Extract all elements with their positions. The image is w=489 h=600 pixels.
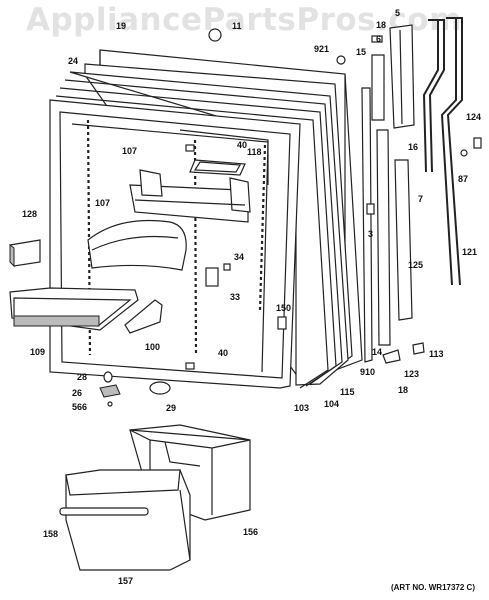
callout-910: 910 — [360, 367, 376, 377]
callout-19: 19 — [116, 21, 127, 31]
callout-124: 124 — [466, 112, 482, 122]
callout-921: 921 — [314, 44, 330, 54]
callout-29: 29 — [166, 403, 177, 413]
callout-156: 156 — [243, 527, 259, 537]
part-33-bracket — [205, 263, 231, 287]
callout-18-lower: 18 — [398, 385, 409, 395]
callout-87: 87 — [458, 174, 469, 184]
part-100-bracket — [124, 299, 163, 334]
part-26 — [99, 384, 121, 398]
part-87 — [460, 149, 468, 157]
part-125-rail — [394, 159, 413, 321]
callout-18: 18 — [376, 20, 387, 30]
art-number: (ART NO. WR17372 C) — [390, 583, 475, 592]
callout-26: 26 — [72, 388, 83, 398]
callout-7: 7 — [418, 194, 424, 204]
callout-103: 103 — [294, 403, 310, 413]
part-107-dairy-cover — [87, 219, 187, 271]
part-128-clip — [9, 239, 41, 268]
part-113 — [412, 342, 425, 355]
part-150 — [277, 316, 287, 330]
callout-128: 128 — [22, 209, 38, 219]
callout-16: 16 — [408, 142, 419, 152]
callout-11: 11 — [232, 21, 242, 31]
callout-28: 28 — [77, 372, 88, 382]
part-109-bin — [9, 287, 139, 331]
callout-118: 118 — [247, 147, 262, 157]
part-921-screw — [336, 55, 346, 65]
callout-40-bottom: 40 — [218, 348, 229, 358]
callout-40-top: 40 — [237, 140, 248, 150]
part-3 — [366, 203, 375, 215]
callout-158: 158 — [43, 529, 59, 539]
callout-100: 100 — [145, 342, 161, 352]
callout-15: 15 — [356, 47, 367, 57]
callout-33: 33 — [230, 292, 241, 302]
callout-566: 566 — [72, 402, 88, 412]
part-7-handle — [422, 19, 445, 173]
callout-5: 5 — [395, 8, 401, 18]
callout-125: 125 — [408, 260, 424, 270]
part-118-small-tray — [189, 159, 246, 176]
callout-6: 6 — [376, 34, 382, 44]
callout-157: 157 — [118, 576, 134, 586]
callout-109: 109 — [30, 347, 46, 357]
part-107-upper-shelf — [129, 169, 251, 223]
part-123 — [382, 349, 401, 364]
part-124 — [473, 137, 482, 149]
callout-14: 14 — [372, 347, 383, 357]
callout-104: 104 — [324, 399, 340, 409]
part-910-strip — [361, 87, 373, 363]
part-5-rail — [389, 24, 415, 129]
part-18-clip — [371, 35, 383, 43]
callout-115: 115 — [340, 387, 355, 397]
callout-34: 34 — [234, 252, 245, 262]
part-15-rail — [371, 54, 391, 346]
watermark: AppliancePartsPros.com — [26, 2, 462, 38]
part-566 — [107, 401, 113, 407]
part-29 — [149, 381, 171, 395]
callout-107-shelf: 107 — [122, 146, 138, 156]
part-28 — [103, 371, 113, 383]
part-11-stop — [208, 28, 222, 42]
callout-123: 123 — [404, 369, 420, 379]
callout-150: 150 — [276, 303, 292, 313]
part-40-studs — [185, 144, 195, 370]
part-121-handle — [440, 17, 463, 286]
callout-24: 24 — [68, 56, 79, 66]
callout-121: 121 — [462, 247, 478, 257]
callout-107-cover: 107 — [95, 198, 111, 208]
callout-113: 113 — [429, 349, 444, 359]
part-158-bin — [59, 469, 191, 571]
callout-3: 3 — [368, 229, 374, 239]
